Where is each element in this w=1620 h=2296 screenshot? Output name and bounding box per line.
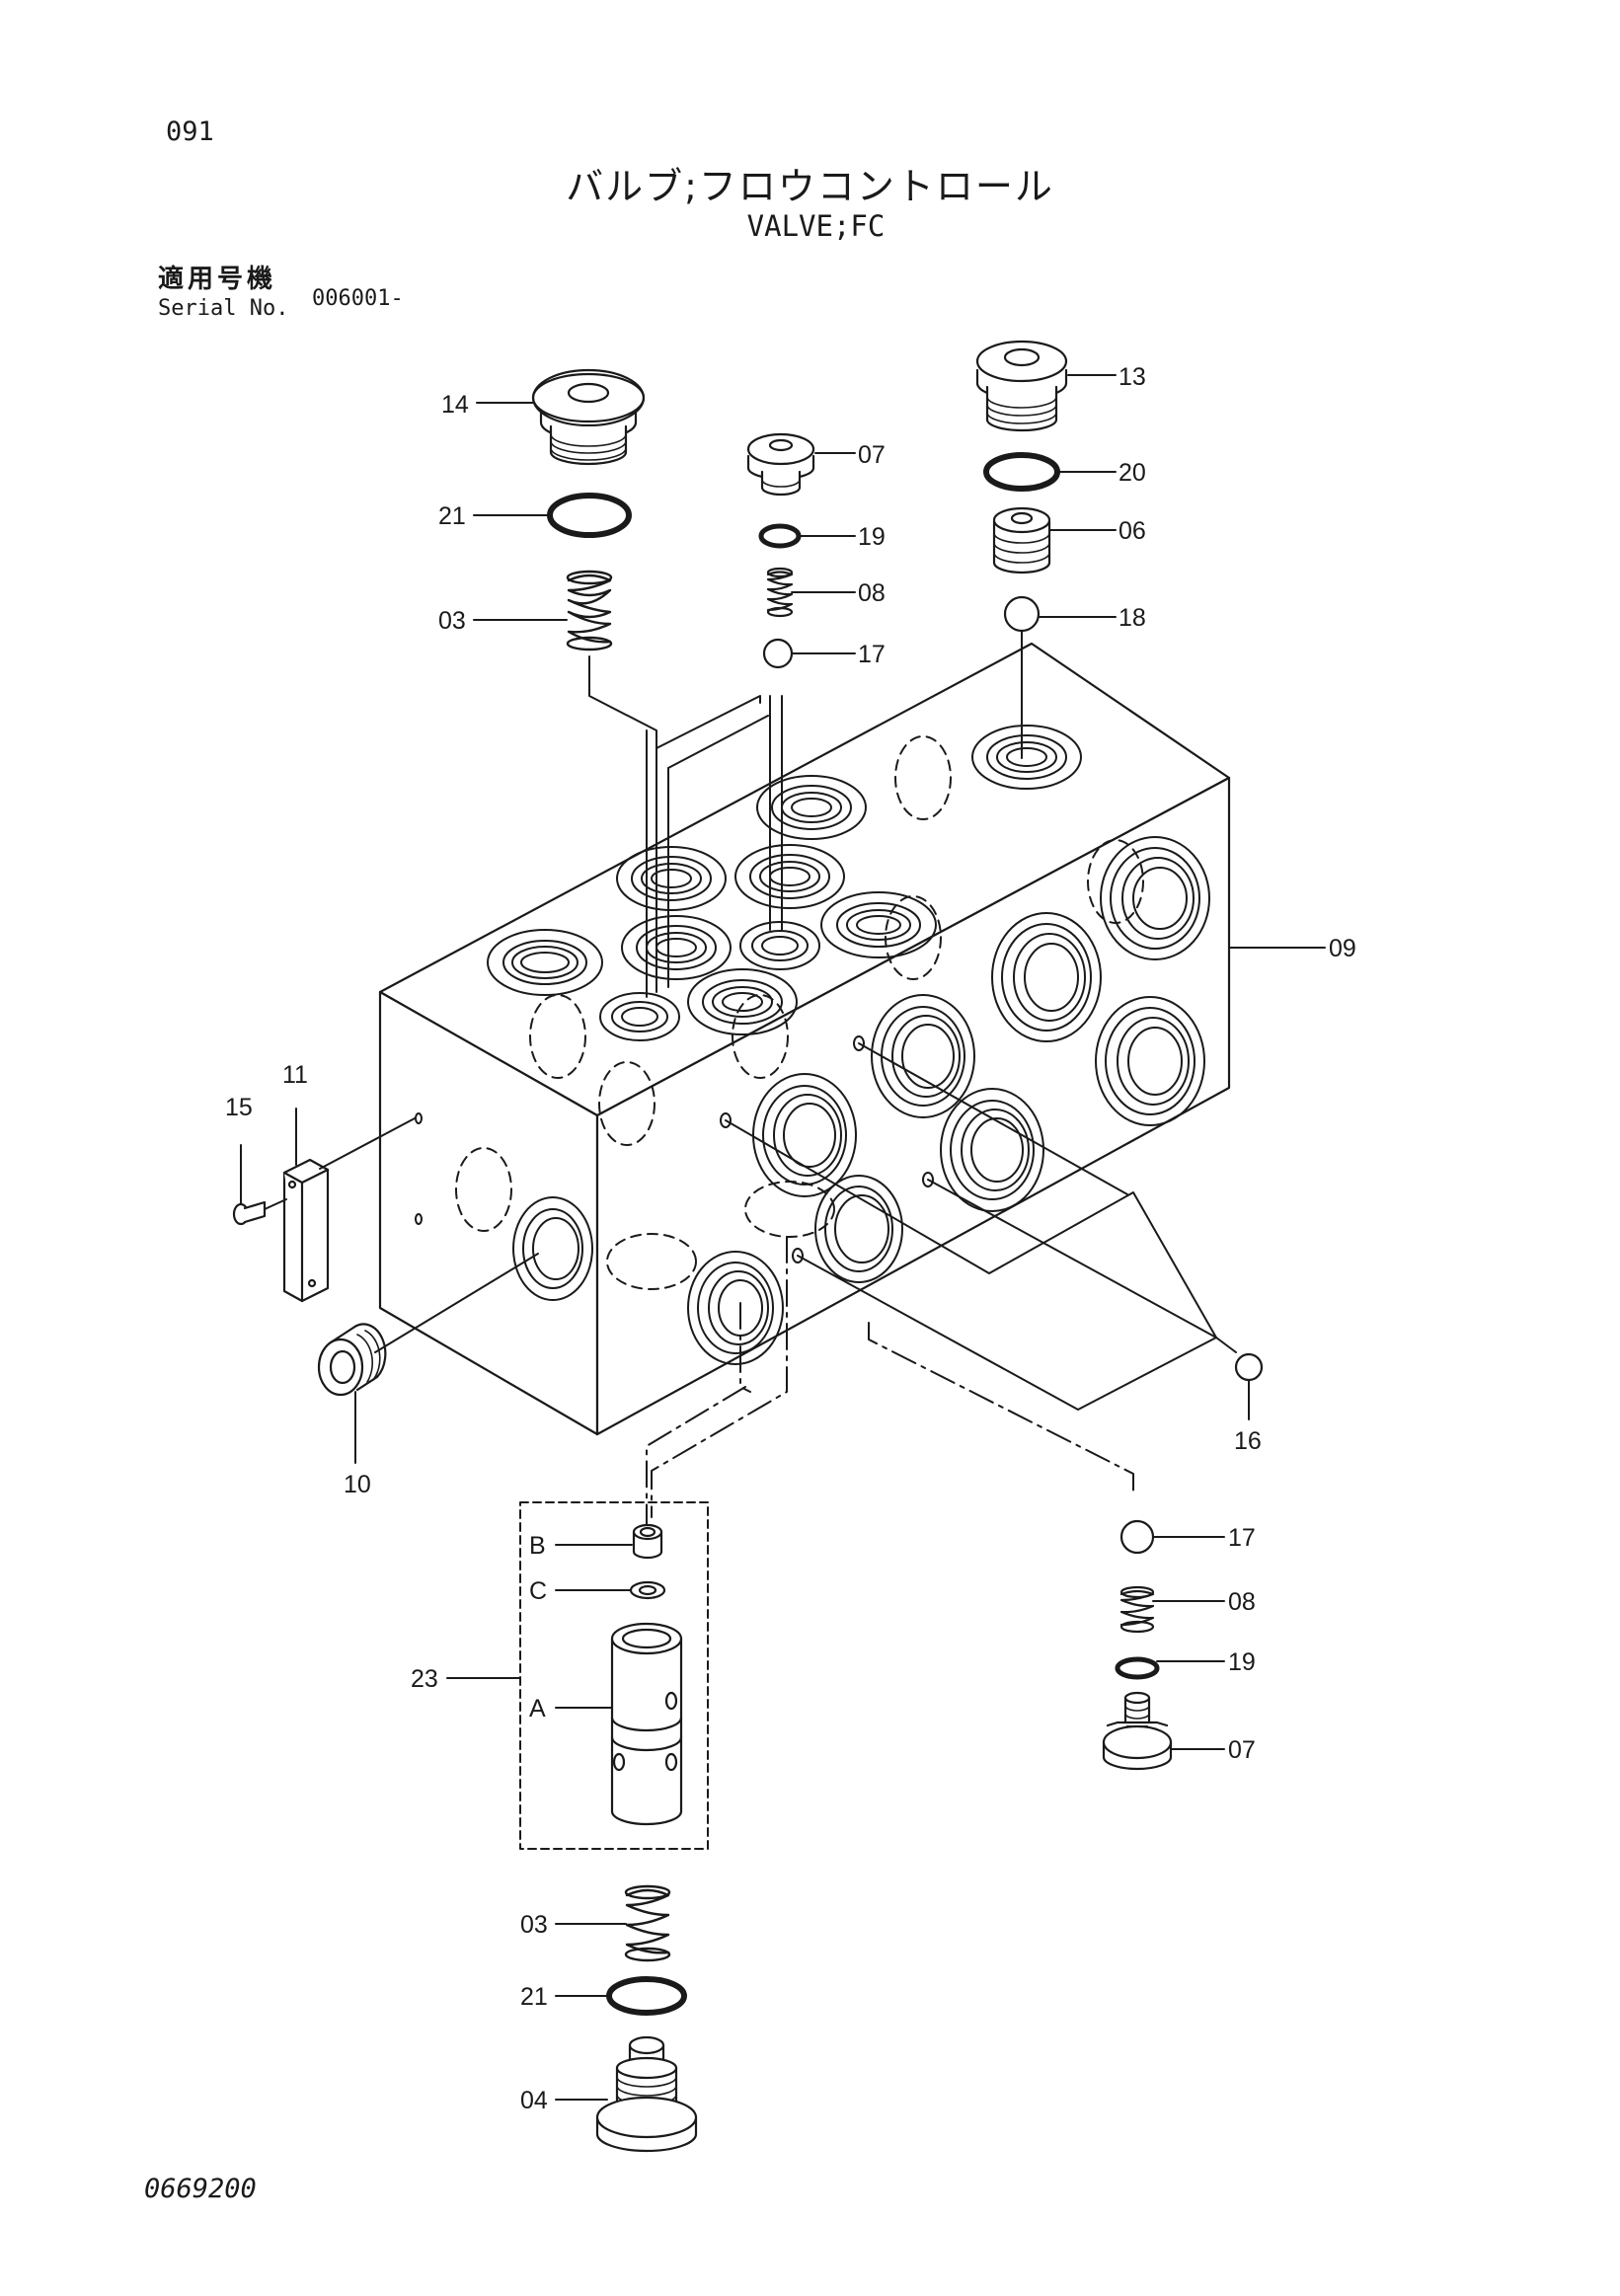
- seat-b: [632, 1523, 663, 1560]
- plug-14: [531, 368, 646, 466]
- spool-a: [610, 1622, 683, 1826]
- callout-03-bottom: 03: [520, 1911, 548, 1939]
- callout-10: 10: [344, 1471, 371, 1498]
- callout-07-bottom: 07: [1228, 1736, 1256, 1764]
- callout-04: 04: [520, 2087, 548, 2114]
- spring-03-top: [566, 570, 613, 651]
- callout-19-top: 19: [858, 523, 886, 551]
- callout-08-bottom: 08: [1228, 1588, 1256, 1616]
- callout-03-top: 03: [438, 607, 466, 635]
- plug-06: [992, 506, 1051, 574]
- serial-label-japanese: 適用号機: [158, 265, 277, 294]
- callout-17-bottom: 17: [1228, 1524, 1256, 1552]
- callout-13: 13: [1119, 363, 1146, 391]
- plug-07-top: [746, 432, 815, 497]
- callout-16: 16: [1234, 1427, 1262, 1455]
- title-english: VALVE;FC: [746, 209, 886, 243]
- callout-23: 23: [411, 1665, 438, 1693]
- o-ring-19-top: [758, 523, 802, 549]
- callout-21-top: 21: [438, 502, 466, 530]
- callout-b: B: [529, 1532, 546, 1560]
- callout-a: A: [529, 1695, 546, 1722]
- plug-04: [595, 2035, 698, 2153]
- callout-11: 11: [282, 1061, 308, 1089]
- assembly-lines-dashdot: [646, 1236, 1134, 1518]
- plate-11: [282, 1158, 330, 1303]
- drawing-number: 0669200: [144, 2174, 257, 2204]
- o-ring-21-top: [547, 493, 632, 538]
- shim-c: [629, 1580, 666, 1600]
- callout-07-top: 07: [858, 441, 886, 469]
- ball-16: [1234, 1352, 1264, 1382]
- ball-17-bottom: [1119, 1519, 1155, 1555]
- ball-18: [1003, 595, 1041, 633]
- serial-label-english: Serial No.: [158, 296, 289, 321]
- spring-08-bottom: [1119, 1585, 1155, 1634]
- callout-21-bottom: 21: [520, 1983, 548, 2011]
- assembly-23-box: [519, 1501, 709, 1850]
- hidden-ports: [455, 735, 1144, 1290]
- callout-20: 20: [1119, 459, 1146, 487]
- plug-13: [975, 340, 1068, 432]
- callout-06: 06: [1119, 517, 1146, 545]
- plug-07-bottom: [1102, 1691, 1173, 1771]
- plug-10: [317, 1323, 387, 1397]
- o-ring-20: [983, 452, 1060, 492]
- assembly-lines-right: [725, 1042, 1237, 1411]
- callout-15: 15: [225, 1094, 253, 1121]
- spring-03-bottom: [624, 1884, 671, 1962]
- leader-lines: [240, 374, 1326, 2101]
- callout-17-top: 17: [858, 641, 886, 668]
- callout-18: 18: [1119, 604, 1146, 632]
- page-number: 091: [166, 116, 214, 147]
- assembly-line-10: [374, 1253, 539, 1353]
- o-ring-19-bottom: [1115, 1656, 1160, 1680]
- ball-17-top: [762, 638, 794, 669]
- callout-labels: 14 21 03 07 19 08 17 13 20 06 18 09 11 1…: [225, 363, 1356, 2114]
- o-ring-21-bottom: [606, 1976, 687, 2016]
- top-face-ports: [487, 725, 1082, 1041]
- assembly-lines-top: [588, 631, 1023, 998]
- title-japanese: バルブ;フロウコントロール: [566, 165, 1054, 208]
- callout-08-top: 08: [858, 579, 886, 607]
- assembly-lines-left: [264, 1117, 416, 1210]
- side-face-ports: [415, 836, 1210, 1365]
- callout-09: 09: [1329, 935, 1356, 962]
- callout-19-bottom: 19: [1228, 1648, 1256, 1676]
- serial-number-value: 006001-: [312, 286, 404, 311]
- callout-c: C: [529, 1577, 547, 1605]
- valve-block-body: [378, 642, 1231, 1436]
- screw-15: [232, 1200, 267, 1226]
- spring-08-top: [766, 567, 794, 618]
- callout-14: 14: [441, 391, 469, 419]
